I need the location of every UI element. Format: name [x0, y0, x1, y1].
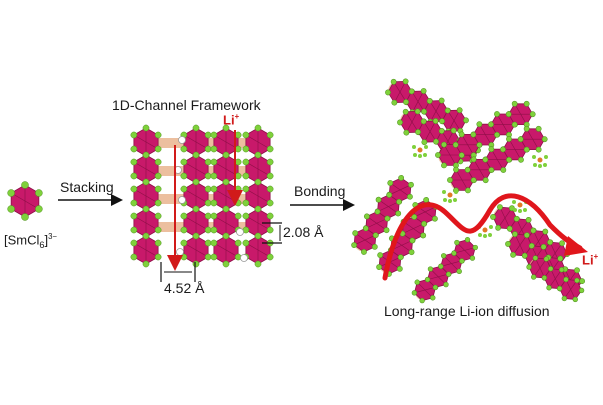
- network-octahedron: [386, 175, 414, 205]
- isolated-cluster: [442, 190, 458, 203]
- network-octahedron: [517, 125, 548, 153]
- vertical-distance-label: 2.08 Å: [283, 224, 324, 240]
- bonded-network: [351, 78, 585, 304]
- framework-octahedron: [130, 232, 162, 268]
- stacking-label: Stacking: [60, 179, 114, 195]
- octahedra-chain: [351, 175, 414, 255]
- octahedra-chain: [411, 237, 478, 304]
- framework-octahedron: [242, 178, 274, 214]
- framework-octahedron: [210, 232, 242, 268]
- li-ion-label-network: Li+: [582, 252, 599, 268]
- network-octahedron: [470, 121, 501, 148]
- framework-title: 1D-Channel Framework: [112, 97, 261, 113]
- octahedra-chain: [385, 78, 469, 135]
- horizontal-distance-marker: [160, 262, 196, 282]
- horizontal-distance-label: 4.52 Å: [164, 280, 205, 296]
- isolated-cluster: [532, 155, 548, 168]
- diffusion-path-arrow: [382, 193, 583, 281]
- unit-label: [SmCl6]3−: [4, 232, 57, 250]
- framework-octahedron: [210, 151, 242, 187]
- bonding-label: Bonding: [294, 183, 346, 199]
- li-ion-label-framework: Li+: [223, 112, 240, 128]
- octahedra-chain: [376, 197, 439, 277]
- framework-octahedron: [130, 178, 162, 214]
- framework-octahedron: [180, 232, 212, 268]
- smcl6-octahedron-icon: [7, 181, 43, 221]
- network-octahedron: [415, 118, 445, 146]
- isolated-cluster: [512, 200, 528, 213]
- network-octahedron: [541, 266, 569, 292]
- framework-octahedron: [242, 232, 274, 268]
- network-octahedron: [557, 276, 585, 303]
- framework-octahedron: [130, 151, 162, 187]
- framework-octahedron: [130, 205, 162, 241]
- octahedra-chain: [526, 255, 585, 303]
- channel-framework: [130, 124, 274, 268]
- isolated-cluster: [412, 145, 428, 158]
- network-octahedron: [451, 237, 478, 264]
- diffusion-caption: Long-range Li-ion diffusion: [384, 303, 550, 319]
- network-octahedron: [403, 88, 433, 116]
- smcl6-octahedron-icon: [7, 181, 43, 221]
- octahedra-chain: [447, 125, 548, 194]
- vertical-distance-marker: [262, 222, 282, 244]
- diffusion-arrowhead-icon: [564, 236, 588, 256]
